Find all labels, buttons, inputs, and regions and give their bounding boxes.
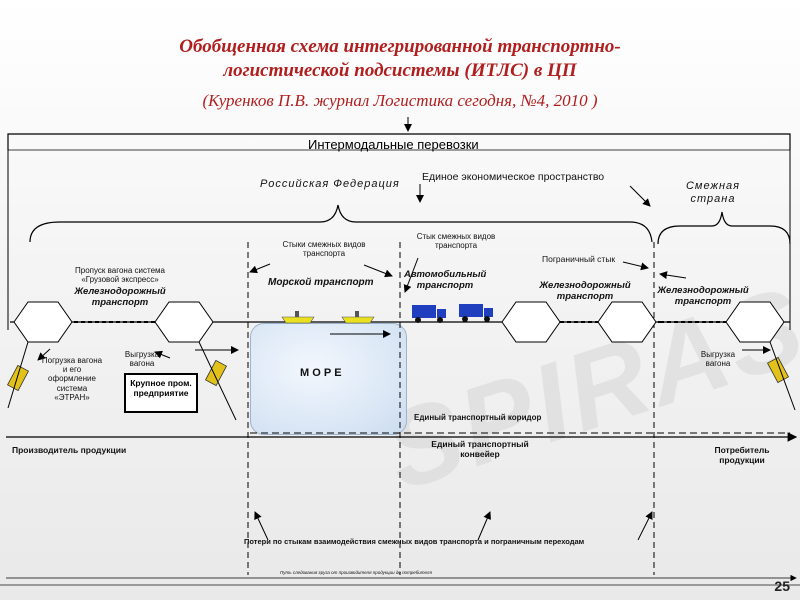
ship-2: [341, 311, 375, 324]
label-unloading-right: Выгрузка вагона: [700, 350, 736, 369]
page-number: 25: [774, 578, 790, 594]
label-adjacent-country: Смежная страна: [685, 180, 741, 205]
label-rail-right-1: Железнодорожный транспорт: [539, 280, 631, 302]
label-junction-sea: Стыки смежных видов транспорта: [282, 240, 366, 259]
label-intermodal: Интермодальные перевозки: [308, 137, 479, 152]
station-hex-2: [154, 301, 214, 343]
wagon-right: [766, 356, 790, 384]
wagon-left-2: [204, 359, 228, 387]
label-wagon-pass: Пропуск вагона система «Грузовой экспрес…: [75, 266, 165, 285]
label-border-junction: Пограничный стык: [542, 254, 616, 264]
truck-1: [412, 305, 446, 323]
title-line-3: (Куренков П.В. журнал Логистика сегодня,…: [202, 91, 598, 110]
station-hex-4: [597, 301, 657, 343]
label-rail-right-2: Железнодорожный транспорт: [657, 285, 749, 307]
label-consumer: Потребитель продукции: [714, 445, 770, 465]
truck-2: [459, 304, 493, 322]
label-loading: Погрузка вагона и его оформление система…: [41, 356, 103, 402]
big-enterprise-box: Крупное пром. предприятие: [124, 373, 198, 413]
label-conveyor: Единый транспортный конвейер: [431, 439, 529, 459]
wagon-left-1: [6, 364, 30, 392]
label-junction-auto: Стык смежных видов транспорта: [416, 232, 496, 251]
station-hex-5: [725, 301, 785, 343]
label-auto-transport: Автомобильный транспорт: [404, 269, 487, 291]
label-rail-left: Железнодорожный транспорт: [74, 286, 166, 308]
label-corridor: Единый транспортный коридор: [414, 413, 542, 422]
sea-area: [250, 323, 407, 435]
title-line-1: Обобщенная схема интегрированной транспо…: [179, 36, 621, 57]
label-losses: Потери по стыкам взаимодействия смежных …: [244, 537, 585, 546]
adjacent-brace: [657, 211, 791, 245]
label-sea: М О Р Е: [300, 367, 342, 379]
station-hex-3: [501, 301, 561, 343]
label-sea-transport: Морской транспорт: [268, 277, 374, 288]
label-russia: Российская Федерация: [260, 178, 400, 190]
russia-brace: [29, 204, 653, 243]
label-producer: Производитель продукции: [12, 445, 127, 455]
label-economic-space: Единое экономическое пространство: [422, 171, 605, 183]
station-hex-1: [13, 301, 73, 343]
label-bottom-note: Путь следования груза от производителя п…: [280, 570, 432, 575]
label-unloading-left: Выгрузка вагона: [124, 350, 160, 369]
title-line-2: логистической подсистемы (ИТЛС) в ЦП: [223, 60, 577, 81]
ship-1: [281, 311, 315, 324]
